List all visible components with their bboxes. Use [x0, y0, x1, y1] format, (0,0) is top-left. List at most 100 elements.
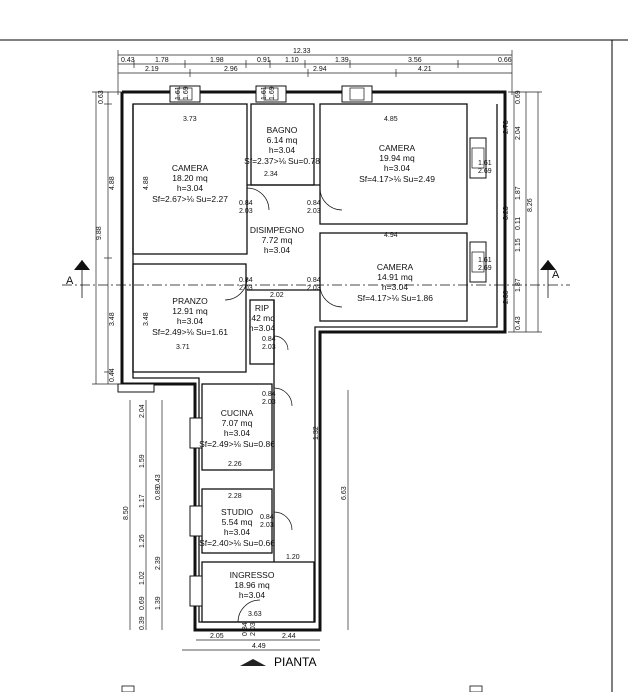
- room-label-disimpegno: DISIMPEGNO 7.72 mq h=3.04: [250, 225, 305, 255]
- dim-lower-left-8: 8.50: [123, 506, 130, 520]
- svg-text:h=3.04: h=3.04: [177, 316, 204, 326]
- dim-door-8b: 2.03: [250, 622, 257, 636]
- dim-right-4: 1.87: [515, 186, 522, 200]
- svg-text:6.14 mq: 6.14 mq: [267, 135, 298, 145]
- dim-inner-left-1: 4.88: [143, 176, 150, 190]
- dim-lower-left-5: 1.02: [139, 571, 146, 585]
- dim-window-3: 1.61: [478, 257, 492, 264]
- dim-left-2: 4.88: [109, 176, 116, 190]
- dim-right-3: 2.04: [515, 126, 522, 140]
- svg-text:CAMERA: CAMERA: [377, 262, 414, 272]
- dim-bottom-total: 4.49: [252, 643, 266, 650]
- dim-door-1b: 2.03: [239, 208, 253, 215]
- dim-top-7: 3.56: [408, 57, 422, 64]
- dim-ingresso-door: 3.63: [248, 611, 262, 618]
- dim-top-3: 1.98: [210, 57, 224, 64]
- north-triangle-icon: [240, 658, 266, 666]
- room-label-studio: STUDIO 5.54 mq h=3.04 Sf=2.40>⅛ Su=0.66: [199, 507, 275, 548]
- dim-top-row2-1: 2.19: [145, 66, 159, 73]
- dim-lower-left-11: 2.39: [155, 556, 162, 570]
- dim-window-8: 1.69: [269, 86, 276, 100]
- svg-text:h=3.04: h=3.04: [224, 527, 251, 537]
- dim-door-5b: 2.03: [262, 344, 276, 351]
- section-marker-right: A: [552, 269, 560, 281]
- svg-text:STUDIO: STUDIO: [221, 507, 254, 517]
- dim-studio-lower: 1.20: [286, 554, 300, 561]
- svg-text:19.94 mq: 19.94 mq: [379, 153, 415, 163]
- section-marker-left: A: [66, 275, 74, 287]
- dim-left-1: 0.63: [98, 90, 105, 104]
- svg-text:h=3.04: h=3.04: [224, 428, 251, 438]
- svg-text:Sf=2.40>⅛ Su=0.66: Sf=2.40>⅛ Su=0.66: [199, 538, 275, 548]
- dim-door-2b: 2.03: [307, 208, 321, 215]
- svg-text:.42 mq: .42 mq: [249, 313, 275, 323]
- dim-door-4b: 2.03: [307, 285, 321, 292]
- dim-top-row2-2: 2.96: [224, 66, 238, 73]
- room-label-camera-3: CAMERA 14.91 mq h=3.04 Sf=4.17>⅛ Su=1.86: [357, 262, 433, 303]
- dim-top-6: 1.39: [335, 57, 349, 64]
- svg-text:CAMERA: CAMERA: [379, 143, 416, 153]
- dim-lower-left-7: 0.39: [139, 616, 146, 630]
- dim-right-7: 8.26: [527, 198, 534, 212]
- svg-text:Sf=2.37>⅛ Su=0.78: Sf=2.37>⅛ Su=0.78: [244, 156, 320, 166]
- room-label-cucina: CUCINA 7.07 mq h=3.04 Sf=2.49>⅛ Su=0.86: [199, 408, 275, 449]
- dim-inner-left-2: 3.48: [143, 312, 150, 326]
- svg-text:h=3.04: h=3.04: [264, 245, 291, 255]
- svg-text:Sf=4.17>⅛ Su=1.86: Sf=4.17>⅛ Su=1.86: [357, 293, 433, 303]
- svg-text:14.91 mq: 14.91 mq: [377, 272, 413, 282]
- dim-door-3a: 0.84: [239, 277, 253, 284]
- svg-text:7.72 mq: 7.72 mq: [262, 235, 293, 245]
- room-label-bagno: BAGNO 6.14 mq h=3.04 Sf=2.37>⅛ Su=0.78: [244, 125, 320, 166]
- svg-text:h=3.04: h=3.04: [384, 163, 411, 173]
- svg-text:CAMERA: CAMERA: [172, 163, 209, 173]
- dim-window-6: 1.69: [183, 86, 190, 100]
- section-line-a-a: [62, 260, 570, 298]
- top-dimension-chains: [117, 50, 513, 95]
- dim-lower-left-2: 1.59: [139, 454, 146, 468]
- dim-window-7: 1.61: [261, 86, 268, 100]
- dim-left-3: 3.48: [109, 312, 116, 326]
- dim-right-10: 2.30: [503, 290, 510, 304]
- dim-door-5a: 0.84: [262, 336, 276, 343]
- dim-left-5: 0.44: [109, 368, 116, 382]
- dim-lower-left-1: 2.04: [139, 404, 146, 418]
- right-dimension-chains: [347, 91, 542, 630]
- dim-top-2: 1.78: [155, 57, 169, 64]
- dim-lower-left-4: 1.26: [139, 534, 146, 548]
- dim-right-2: 2.73: [503, 120, 510, 134]
- svg-text:BAGNO: BAGNO: [267, 125, 298, 135]
- dim-total-height: 6.63: [341, 486, 348, 500]
- dim-top-4: 0.91: [257, 57, 271, 64]
- dim-right-8: 1.15: [515, 238, 522, 252]
- dim-window-5: 1.61: [175, 86, 182, 100]
- drawing-title-text: PIANTA: [274, 655, 317, 669]
- svg-text:Sf=2.49>⅛ Su=0.86: Sf=2.49>⅛ Su=0.86: [199, 439, 275, 449]
- dim-window-2: 2.69: [478, 168, 492, 175]
- dim-right-5: 3.23: [503, 206, 510, 220]
- dim-door-6a: 0.84: [262, 391, 276, 398]
- dim-right-1: 0.69: [515, 90, 522, 104]
- svg-text:7.07 mq: 7.07 mq: [222, 418, 253, 428]
- dim-top-row2-3: 2.94: [313, 66, 327, 73]
- bottom-dimension-chains: [182, 639, 320, 651]
- svg-text:5.54 mq: 5.54 mq: [222, 517, 253, 527]
- svg-text:h=3.04: h=3.04: [269, 145, 296, 155]
- svg-text:h=3.04: h=3.04: [177, 183, 204, 193]
- svg-text:h=3.04: h=3.04: [249, 323, 276, 333]
- dim-top-1: 0.43: [121, 57, 135, 64]
- dim-lower-left-10: 0.89: [155, 486, 162, 500]
- svg-text:18.96 mq: 18.96 mq: [234, 580, 270, 590]
- dim-door-1a: 0.84: [239, 200, 253, 207]
- dim-bottom-part-2: 2.44: [282, 633, 296, 640]
- dim-door-6b: 2.03: [262, 399, 276, 406]
- room-label-pranzo: PRANZO 12.91 mq h=3.04 Sf=2.49>⅛ Su=1.61: [152, 296, 228, 337]
- dim-bottom-part-1: 2.05: [210, 633, 224, 640]
- dim-window-1: 1.61: [478, 160, 492, 167]
- dim-window-4: 2.69: [478, 265, 492, 272]
- dim-door-7a: 0.84: [260, 514, 274, 521]
- svg-text:Sf=2.67>⅛ Su=2.27: Sf=2.67>⅛ Su=2.27: [152, 194, 228, 204]
- drawing-title: PIANTA: [240, 655, 316, 669]
- room-label-camera-2: CAMERA 19.94 mq h=3.04 Sf=4.17>⅛ Su=2.49: [359, 143, 435, 184]
- svg-text:h=3.04: h=3.04: [382, 282, 409, 292]
